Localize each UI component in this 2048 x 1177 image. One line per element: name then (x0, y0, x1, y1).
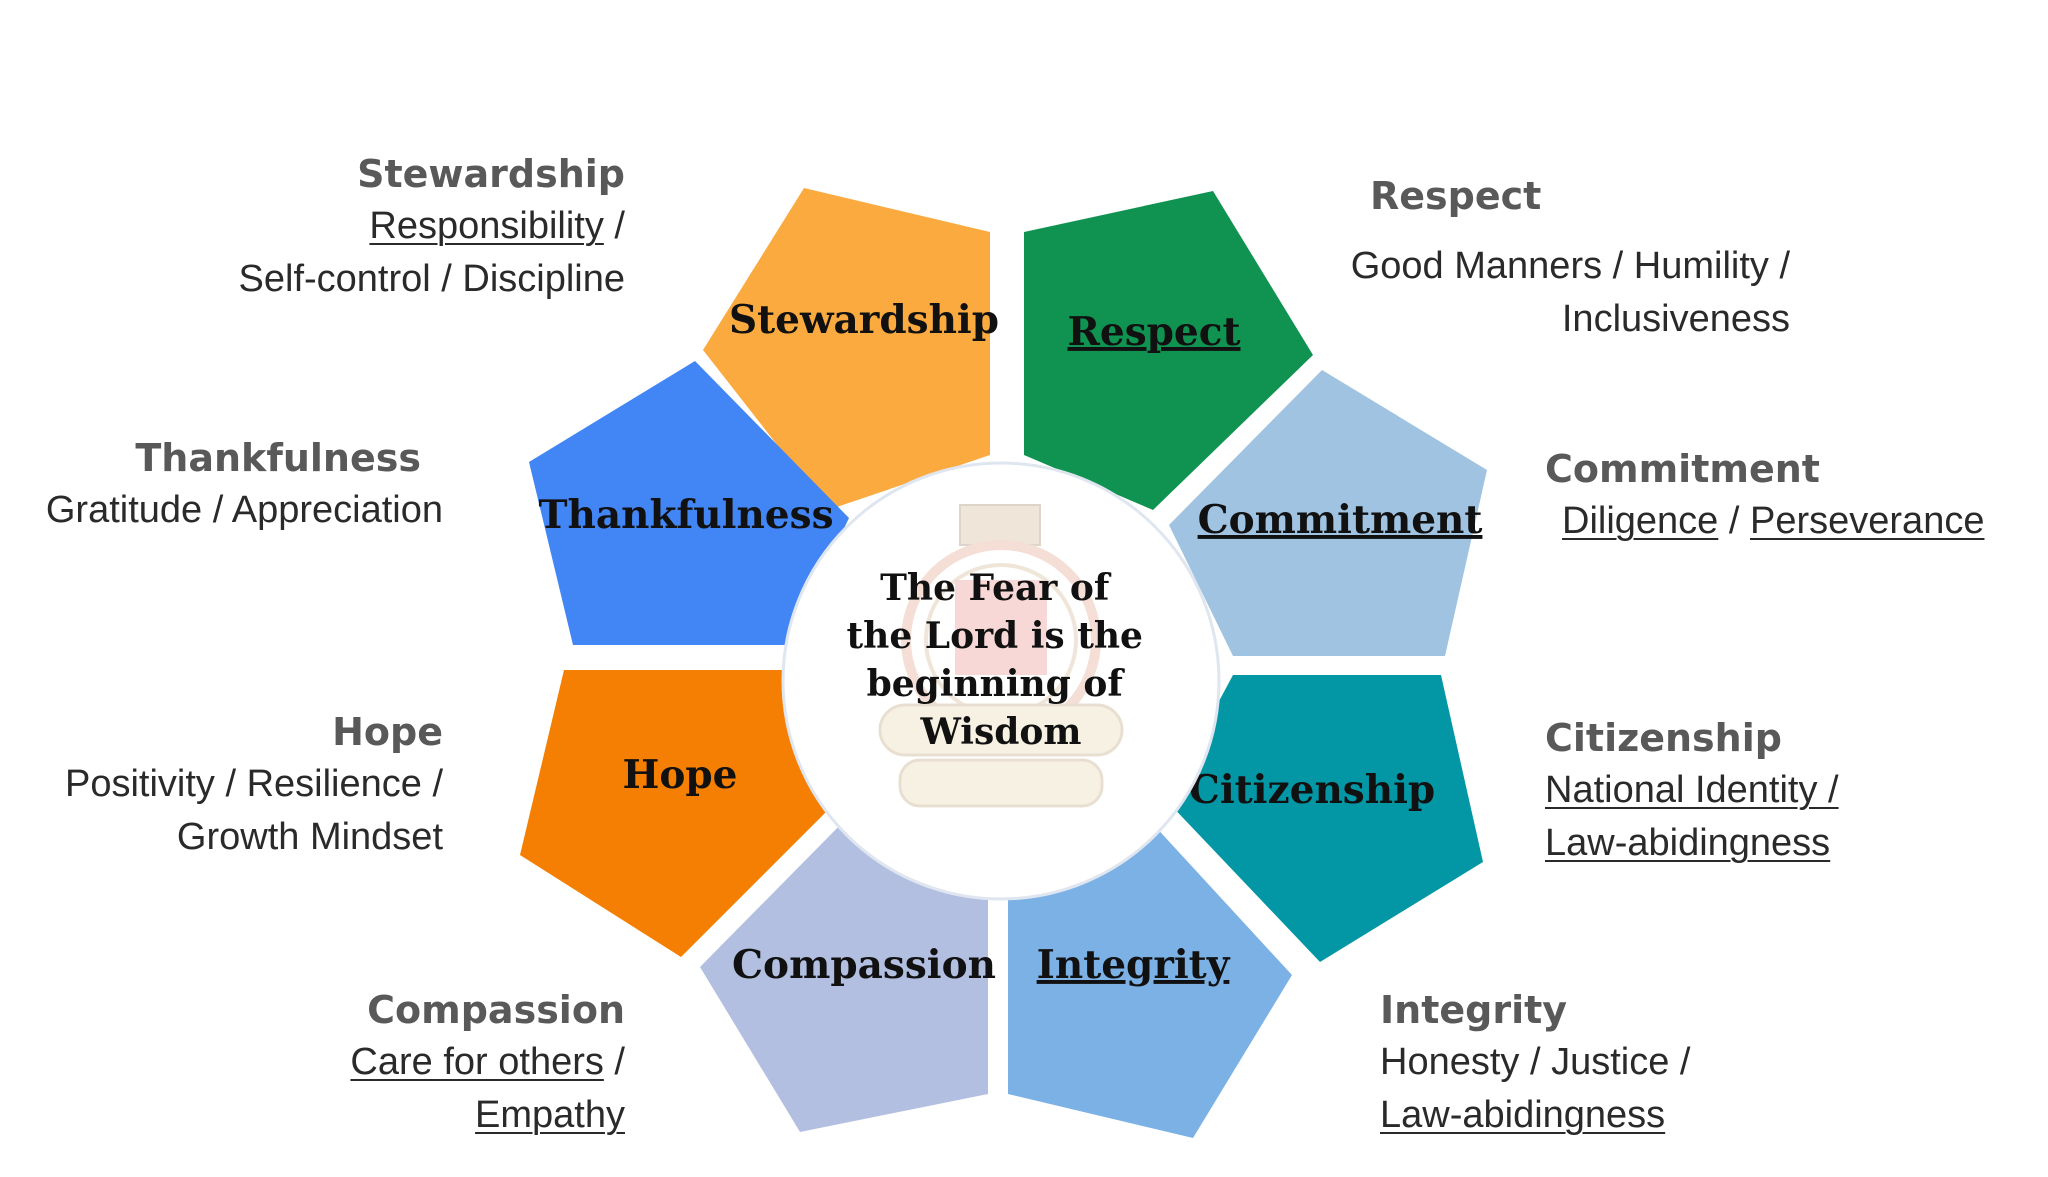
citizenship-value-line: National Identity / (1545, 764, 1839, 817)
petal-shape (1024, 191, 1313, 510)
integrity-value-line: Honesty / Justice / (1380, 1036, 1690, 1089)
compassion-values: Care for others / Empathy (350, 1036, 625, 1142)
value-text: National Identity / (1545, 769, 1839, 811)
citizenship-description: Citizenship National Identity / Law-abidi… (1545, 712, 1839, 870)
value-text: Perseverance (1750, 500, 1985, 542)
petal-citizenship: Citizenship (1166, 675, 1483, 962)
respect-values: Good Manners / Humility / Inclusiveness (1351, 240, 1790, 346)
petal-stewardship: Stewardship (703, 188, 999, 510)
petal-label-respect: Respect (1067, 309, 1240, 355)
respect-value-line: Good Manners / Humility / (1351, 240, 1790, 293)
respect-values-block: Good Manners / Humility / Inclusiveness (1351, 240, 1790, 346)
value-text: / (1718, 500, 1750, 542)
petal-shape (1166, 675, 1483, 962)
value-text: Law-abidingness (1380, 1094, 1666, 1136)
hope-description: Hope Positivity / Resilience / Growth Min… (65, 706, 443, 864)
petal-commitment: Commitment (1169, 370, 1487, 656)
integrity-values: Honesty / Justice / Law-abidingness (1380, 1036, 1690, 1142)
petal-integrity: Integrity (1008, 823, 1292, 1138)
value-text: Positivity / Resilience / (64, 763, 443, 805)
value-text: Self-control / Discipline (238, 258, 625, 300)
stewardship-title: Stewardship (357, 152, 625, 196)
petal-label-compassion: Compassion (732, 942, 996, 988)
value-text: Growth Mindset (176, 816, 443, 858)
hope-title: Hope (332, 710, 443, 754)
hope-value-line: Growth Mindset (65, 811, 443, 864)
commitment-value-line: Diligence / Perseverance (1562, 495, 1984, 548)
stewardship-value-line: Self-control / Discipline (239, 253, 625, 306)
integrity-value-line: Law-abidingness (1380, 1089, 1690, 1142)
commitment-title: Commitment (1545, 447, 1820, 491)
petal-shape (703, 188, 990, 510)
petal-respect: Respect (1024, 191, 1313, 510)
citizenship-values: National Identity / Law-abidingness (1545, 764, 1839, 870)
value-text: / (603, 1041, 625, 1083)
stewardship-values: Responsibility / Self-control / Disciplin… (239, 200, 625, 306)
center-motto: The Fear of the Lord is the beginning of… (847, 567, 1156, 753)
compassion-title: Compassion (367, 988, 625, 1032)
thankfulness-description: Thankfulness Gratitude / Appreciation (46, 432, 443, 537)
hope-value-line: Positivity / Resilience / (65, 758, 443, 811)
center-motto-line: Wisdom (919, 711, 1081, 753)
petal-label-citizenship: Citizenship (1189, 767, 1435, 813)
thankfulness-value-line: Gratitude / Appreciation (46, 484, 443, 537)
hope-values: Positivity / Resilience / Growth Mindset (65, 758, 443, 864)
school-crest-logo (878, 504, 1124, 808)
center-circle: The Fear of the Lord is the beginning of… (781, 461, 1221, 901)
commitment-values: Diligence / Perseverance (1545, 495, 1984, 548)
respect-title: Respect (1370, 174, 1542, 218)
respect-description: Respect (1370, 170, 1541, 222)
value-text: / (603, 205, 625, 247)
stewardship-value-line: Responsibility / (239, 200, 625, 253)
value-text: Honesty / Justice / (1380, 1041, 1691, 1083)
petal-label-commitment: Commitment (1198, 497, 1483, 543)
value-text: Gratitude / Appreciation (45, 489, 443, 531)
compassion-value-line: Care for others / (350, 1036, 625, 1089)
center-motto-line: beginning of (867, 663, 1126, 705)
value-text: Empathy (475, 1094, 625, 1136)
thankfulness-title: Thankfulness (135, 436, 421, 480)
petal-compassion: Compassion (700, 812, 996, 1132)
integrity-title: Integrity (1380, 988, 1568, 1032)
petal-shape (520, 670, 838, 957)
value-text: Care for others (350, 1041, 604, 1083)
compassion-value-line: Empathy (350, 1089, 625, 1142)
thankfulness-values: Gratitude / Appreciation (46, 484, 443, 537)
petal-shape (1008, 823, 1292, 1138)
petal-hope: Hope (520, 670, 838, 957)
petal-label-integrity: Integrity (1037, 942, 1231, 988)
value-text: Inclusiveness (1561, 298, 1790, 340)
compassion-description: Compassion Care for others / Empathy (350, 984, 625, 1142)
integrity-description: Integrity Honesty / Justice / Law-abiding… (1380, 984, 1690, 1142)
petal-shape (700, 812, 988, 1132)
stewardship-description: Stewardship Responsibility / Self-control… (239, 148, 625, 306)
value-text: Law-abidingness (1545, 822, 1831, 864)
citizenship-title: Citizenship (1545, 716, 1782, 760)
value-text: Responsibility (369, 205, 604, 247)
center-motto-line: The Fear of (880, 567, 1112, 609)
value-text: Diligence (1562, 500, 1719, 542)
citizenship-value-line: Law-abidingness (1545, 817, 1839, 870)
petal-group: Stewardship RespectCommitmentCitizenshipI… (520, 188, 1487, 1138)
petal-label-thankfulness: Thankfulness (538, 492, 833, 538)
petal-thankfulness: Thankfulness (529, 361, 849, 645)
petal-shape (1169, 370, 1487, 656)
center-motto-line: the Lord is the (847, 615, 1143, 657)
commitment-description: Commitment Diligence / Perseverance (1545, 443, 1984, 548)
value-text: Good Manners / Humility / (1350, 245, 1790, 287)
petal-label-stewardship: Stewardship (729, 297, 999, 343)
respect-value-line: Inclusiveness (1351, 293, 1790, 346)
petal-label-hope: Hope (623, 752, 738, 798)
petal-shape (529, 361, 849, 645)
